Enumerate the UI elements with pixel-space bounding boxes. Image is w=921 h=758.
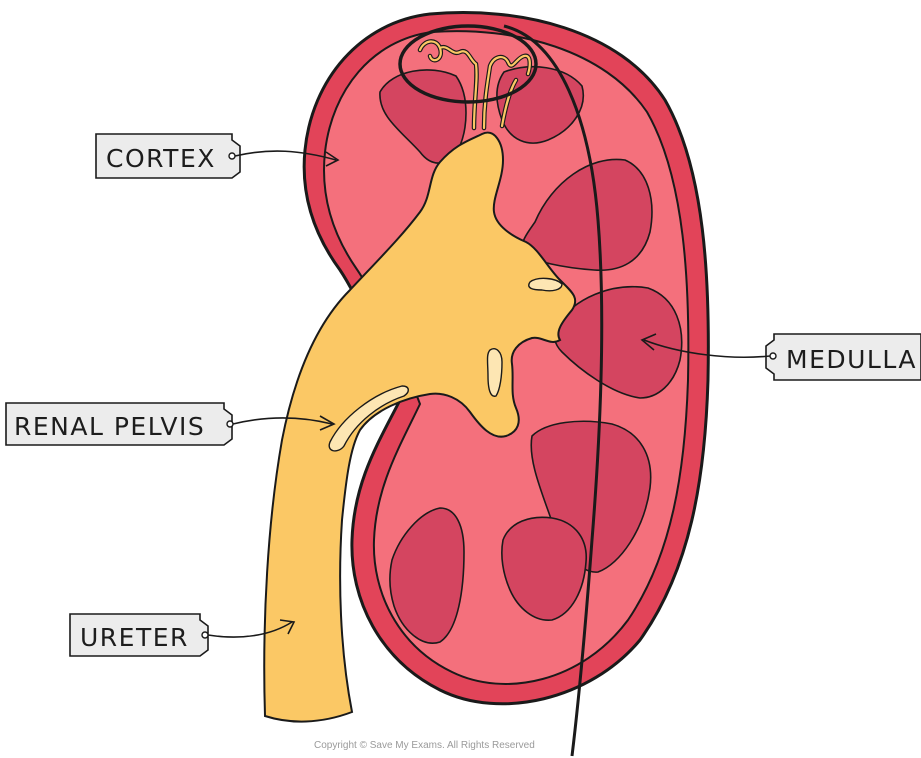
label-ureter-dot [202, 632, 208, 638]
label-renal-pelvis-text: RENAL PELVIS [14, 412, 205, 441]
label-cortex-text: CORTEX [106, 144, 216, 173]
label-renal-pelvis-dot [227, 421, 233, 427]
label-medulla-text: MEDULLA [786, 345, 917, 374]
label-ureter: URETER [70, 614, 294, 656]
copyright-text: Copyright © Save My Exams. All Rights Re… [314, 740, 535, 751]
label-medulla-dot [770, 353, 776, 359]
label-cortex: CORTEX [96, 134, 338, 178]
label-ureter-text: URETER [80, 623, 189, 652]
label-cortex-dot [229, 153, 235, 159]
